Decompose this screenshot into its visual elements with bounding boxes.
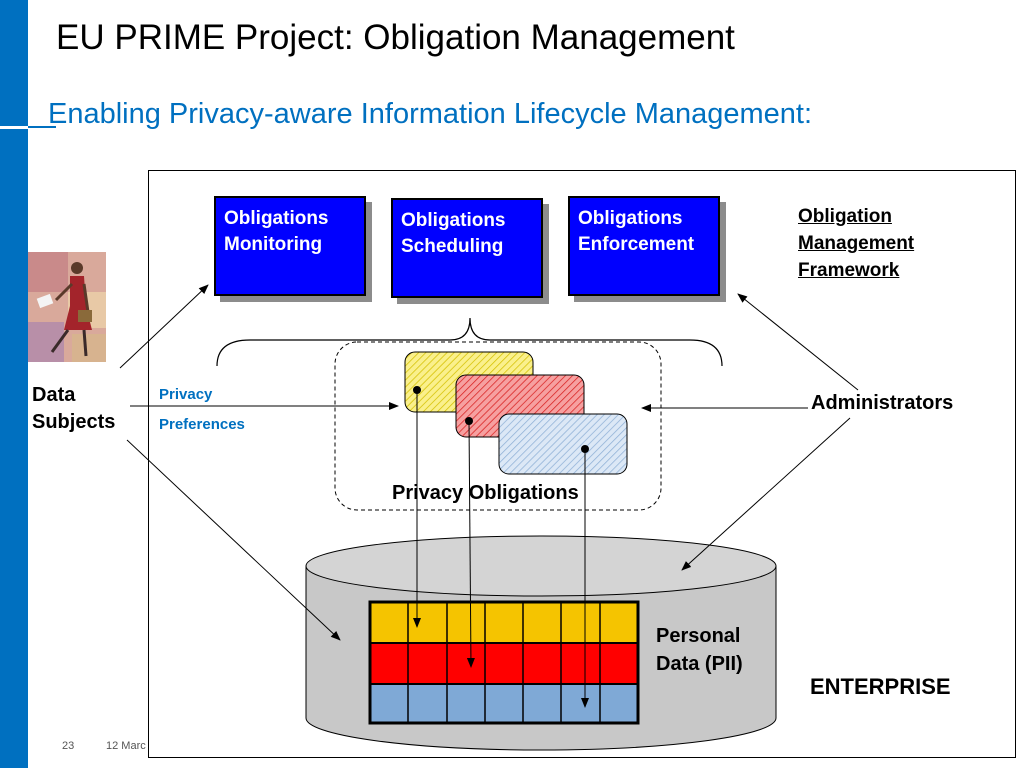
pii-table: [368, 600, 640, 725]
data-subjects-label: Data Subjects: [32, 382, 115, 436]
framework-label: Obligation Management Framework: [798, 203, 914, 284]
left-bar-tick: [28, 126, 56, 128]
obligation-to-data-arrows: [413, 386, 589, 708]
obligations-dashed-region: [334, 341, 662, 511]
obligations-scheduling-box: Obligations Scheduling: [391, 198, 543, 298]
personal-data-label: Personal Data (PII): [656, 622, 743, 678]
administrators-label: Administrators: [811, 392, 954, 414]
slide-subtitle: Enabling Privacy-aware Information Lifec…: [48, 98, 813, 130]
framework-label-line2: Management: [798, 233, 915, 254]
framework-label-line1: Obligation: [798, 206, 892, 227]
framework-label-line3: Framework: [798, 260, 900, 281]
personal-data-line2: Data (PII): [656, 653, 743, 675]
privacy-preferences-label: Privacy Preferences: [159, 380, 245, 440]
footer-date: 12 Marc: [106, 740, 146, 752]
personal-data-line1: Personal: [656, 625, 741, 647]
arrow-subjects-to-monitoring: [119, 284, 209, 369]
grouping-brace: [216, 317, 723, 367]
privacy-preferences-line1: Privacy: [159, 386, 213, 403]
privacy-obligations-label: Privacy Obligations: [392, 482, 579, 504]
obligations-enforcement-box: Obligations Enforcement: [568, 196, 720, 296]
enterprise-label: ENTERPRISE: [810, 674, 951, 699]
arrow-admins-to-enforcement: [737, 293, 859, 391]
arrow-admins-to-database: [681, 417, 851, 571]
obligation-card-blue: [498, 413, 628, 475]
left-bar-notch: [0, 126, 30, 129]
footer-page-number: 23: [62, 740, 75, 752]
privacy-preferences-line2: Preferences: [159, 416, 245, 433]
obligations-monitoring-box: Obligations Monitoring: [214, 196, 366, 296]
data-subjects-line2: Subjects: [32, 411, 116, 433]
arrow-subjects-to-data: [126, 439, 341, 641]
data-subjects-line1: Data: [32, 384, 76, 406]
person-icon: [28, 252, 106, 362]
slide-title: EU PRIME Project: Obligation Management: [56, 18, 735, 57]
